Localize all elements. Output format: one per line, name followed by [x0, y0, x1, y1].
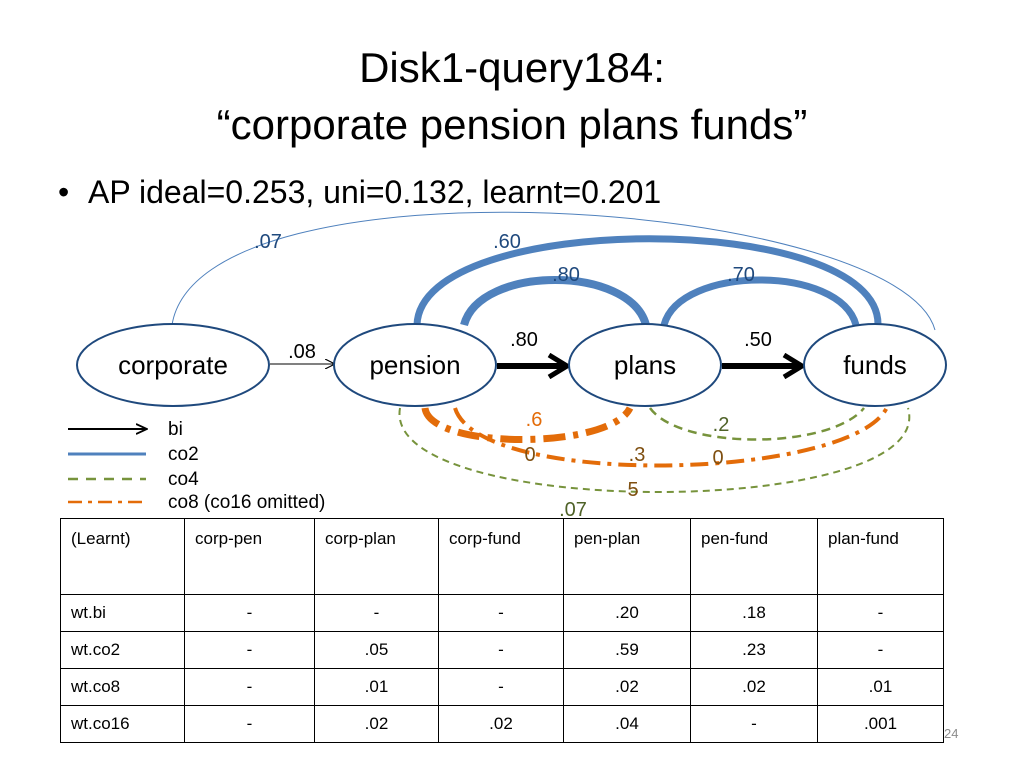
table-row: wt.co2 - .05 - .59 .23 -: [60, 631, 944, 669]
page-number: 24: [944, 726, 959, 741]
label-plans-funds-co4-b: 0: [712, 447, 723, 469]
table-cell: .02: [563, 668, 691, 706]
bullet-text: AP ideal=0.253, uni=0.132, learnt=0.201: [88, 174, 662, 210]
table-cell: .02: [314, 705, 439, 743]
edge-pen-plans-co8: [421, 406, 634, 443]
table-header-cell: corp-plan: [314, 518, 439, 595]
table-header-cell: plan-fund: [817, 518, 944, 595]
label-corp-funds-co2: .07: [254, 231, 282, 253]
legend-co2-label: co2: [168, 444, 199, 465]
edge-corp-funds-co2: [171, 211, 936, 331]
label-pen-plans-bi: .80: [510, 329, 538, 351]
bullet-ap: • AP ideal=0.253, uni=0.132, learnt=0.201: [58, 168, 661, 216]
table-cell: -: [817, 594, 944, 632]
table-header-cell: (Learnt): [60, 518, 185, 595]
label-pen-funds-co2: .60: [493, 231, 521, 253]
edge-pen-plans-co2: [460, 276, 650, 327]
node-plans-label: plans: [614, 350, 676, 380]
table-cell: .23: [690, 631, 818, 669]
table-cell: .59: [563, 631, 691, 669]
table-header-cell: pen-plan: [563, 518, 691, 595]
table-header-cell: corp-pen: [184, 518, 315, 595]
legend-bi-label: bi: [168, 419, 183, 440]
label-plans-funds-co4-a: .2: [713, 414, 730, 436]
table-cell: -: [184, 631, 315, 669]
table-cell: -: [438, 631, 564, 669]
legend: bi co2 co4 co8 (co16 omitted): [68, 419, 325, 513]
legend-co4-label: co4: [168, 469, 199, 490]
table-cell: -: [438, 668, 564, 706]
node-plans: plans: [568, 323, 722, 407]
edge-plans-funds-co4: [648, 407, 865, 441]
label-pen-funds-co8-b: 5: [627, 479, 638, 501]
table-cell: -: [184, 668, 315, 706]
table-cell: .02: [690, 668, 818, 706]
label-pen-funds-co4: .07: [559, 499, 587, 521]
table-cell: wt.co8: [60, 668, 185, 706]
table-cell: .01: [314, 668, 439, 706]
learnt-weights-table: (Learnt) corp-pen corp-plan corp-fund pe…: [60, 518, 944, 743]
edge-pen-funds-co4: [398, 407, 911, 493]
table-header-row: (Learnt) corp-pen corp-plan corp-fund pe…: [60, 518, 944, 595]
table-cell: -: [438, 594, 564, 632]
table-cell: -: [184, 705, 315, 743]
label-plans-funds-bi: .50: [744, 329, 772, 351]
table-cell: -: [314, 594, 439, 632]
node-pension-label: pension: [369, 350, 460, 380]
node-funds: funds: [803, 323, 947, 407]
table-cell: .20: [563, 594, 691, 632]
table-cell: wt.co2: [60, 631, 185, 669]
bullet-icon: •: [58, 174, 70, 210]
edge-plans-funds-co2: [660, 276, 860, 327]
table-cell: -: [817, 631, 944, 669]
legend-co8-label: co8 (co16 omitted): [168, 492, 325, 513]
table-cell: .02: [438, 705, 564, 743]
edge-pen-funds-co2: [413, 235, 882, 326]
slide-title-line2: “corporate pension plans funds”: [216, 101, 808, 148]
node-pension: pension: [333, 323, 497, 407]
label-plans-funds-co2: .70: [727, 264, 755, 286]
table-cell: .04: [563, 705, 691, 743]
table-cell: .18: [690, 594, 818, 632]
table-cell: -: [184, 594, 315, 632]
label-pen-plans-co8-b: 0: [524, 444, 535, 466]
label-pen-funds-co8-a: .3: [629, 444, 646, 466]
table-cell: wt.bi: [60, 594, 185, 632]
table-header-cell: pen-fund: [690, 518, 818, 595]
node-funds-label: funds: [843, 350, 907, 380]
table-cell: wt.co16: [60, 705, 185, 743]
table-cell: -: [690, 705, 818, 743]
table-row: wt.co8 - .01 - .02 .02 .01: [60, 668, 944, 706]
label-pen-plans-co8-a: .6: [526, 409, 543, 431]
edge-pen-funds-co8: [453, 404, 890, 468]
node-corporate-label: corporate: [118, 350, 228, 380]
label-pen-plans-co2: .80: [552, 264, 580, 286]
slide-title-line1: Disk1-query184:: [359, 44, 665, 91]
node-corporate: corporate: [76, 323, 270, 407]
table-row: wt.bi - - - .20 .18 -: [60, 594, 944, 632]
label-corp-pen-bi: .08: [288, 341, 316, 363]
table-cell: .05: [314, 631, 439, 669]
table-header-cell: corp-fund: [438, 518, 564, 595]
table-cell: .001: [817, 705, 944, 743]
table-row: wt.co16 - .02 .02 .04 - .001: [60, 705, 944, 743]
table-cell: .01: [817, 668, 944, 706]
